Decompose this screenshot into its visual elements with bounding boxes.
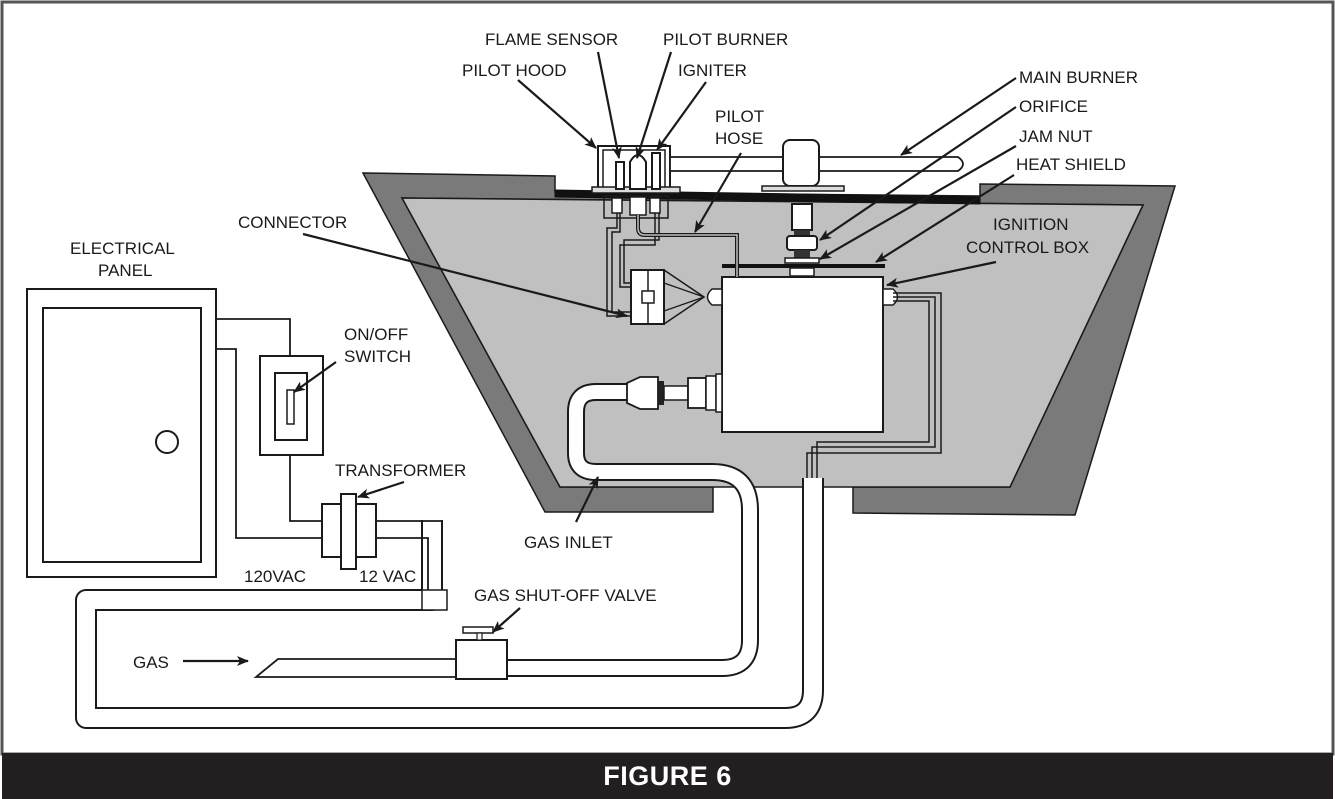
label-ignition-control-box-2: CONTROL BOX xyxy=(966,238,1089,257)
label-electrical-panel-2: PANEL xyxy=(98,261,153,280)
gas-supply-line xyxy=(253,658,506,678)
arrow-heat-shield xyxy=(875,174,1015,263)
arrow-ignition-control-box xyxy=(886,260,997,288)
label-ignition-control-box-1: IGNITION xyxy=(993,215,1069,234)
electrical-panel xyxy=(26,288,217,578)
label-pilot-burner: PILOT BURNER xyxy=(663,30,788,49)
arrow-flame-sensor xyxy=(596,51,622,159)
label-gas-inlet: GAS INLET xyxy=(524,533,613,552)
figure-caption: FIGURE 6 xyxy=(603,760,732,791)
label-120vac: 120VAC xyxy=(244,567,306,586)
label-orifice: ORIFICE xyxy=(1019,97,1088,116)
arrow-igniter xyxy=(656,81,707,151)
switch-toggle xyxy=(286,389,295,425)
label-on-off-switch-1: ON/OFF xyxy=(344,325,408,344)
label-jam-nut: JAM NUT xyxy=(1019,127,1093,146)
label-electrical-panel-1: ELECTRICAL xyxy=(70,239,175,258)
ignition-control-box xyxy=(721,276,884,433)
heat-shield xyxy=(722,264,885,268)
burner-mount xyxy=(782,139,820,187)
label-connector: CONNECTOR xyxy=(238,213,347,232)
label-igniter: IGNITER xyxy=(678,61,747,80)
orifice xyxy=(786,235,818,251)
label-pilot-hood: PILOT HOOD xyxy=(462,61,567,80)
arrow-jam-nut xyxy=(819,145,1017,260)
arrow-gas-shutoff-valve xyxy=(492,607,521,633)
label-gas: GAS xyxy=(133,653,169,672)
on-off-switch xyxy=(259,355,324,456)
arrow-transformer xyxy=(357,480,405,499)
arrow-pilot-hose xyxy=(694,152,742,233)
arrow-main-burner xyxy=(900,77,1017,156)
flame-sensor xyxy=(615,161,625,190)
label-pilot-hose-1: PILOT xyxy=(715,107,764,126)
conduit-junction xyxy=(421,589,448,611)
label-gas-shutoff-valve: GAS SHUT-OFF VALVE xyxy=(474,586,657,605)
figure-caption-bar: FIGURE 6 xyxy=(2,753,1333,799)
panel-knob xyxy=(155,430,179,454)
gas-inlet-pipe xyxy=(506,373,759,677)
mains-wiring xyxy=(216,318,443,590)
arrow-gas-inlet xyxy=(575,476,599,523)
label-pilot-hose-2: HOSE xyxy=(715,129,763,148)
connector xyxy=(630,269,706,325)
orifice-assembly xyxy=(722,203,885,277)
label-12vac: 12 VAC xyxy=(359,567,416,586)
main-burner xyxy=(669,139,964,192)
pilot-wiring xyxy=(606,213,739,317)
arrow-connector xyxy=(302,232,628,319)
jam-nut xyxy=(784,257,820,264)
label-heat-shield: HEAT SHIELD xyxy=(1016,155,1126,174)
label-transformer: TRANSFORMER xyxy=(335,461,466,480)
label-flame-sensor: FLAME SENSOR xyxy=(485,30,618,49)
transformer xyxy=(321,493,377,570)
valve-handle xyxy=(462,626,494,634)
arrow-pilot-hood xyxy=(517,79,597,149)
label-on-off-switch-2: SWITCH xyxy=(344,347,411,366)
label-main-burner: MAIN BURNER xyxy=(1019,68,1138,87)
control-box-wiring xyxy=(806,292,942,478)
pilot-burner xyxy=(629,154,647,190)
labels: FLAME SENSOR PILOT BURNER PILOT HOOD IGN… xyxy=(70,30,1138,672)
box-left-port xyxy=(706,288,723,306)
arrow-orifice xyxy=(819,106,1017,241)
arrow-pilot-burner xyxy=(635,51,673,159)
gas-shutoff-valve xyxy=(455,639,508,680)
arrow-on-off-switch xyxy=(293,361,337,393)
igniter xyxy=(651,152,661,190)
leader-arrows xyxy=(183,51,1017,666)
